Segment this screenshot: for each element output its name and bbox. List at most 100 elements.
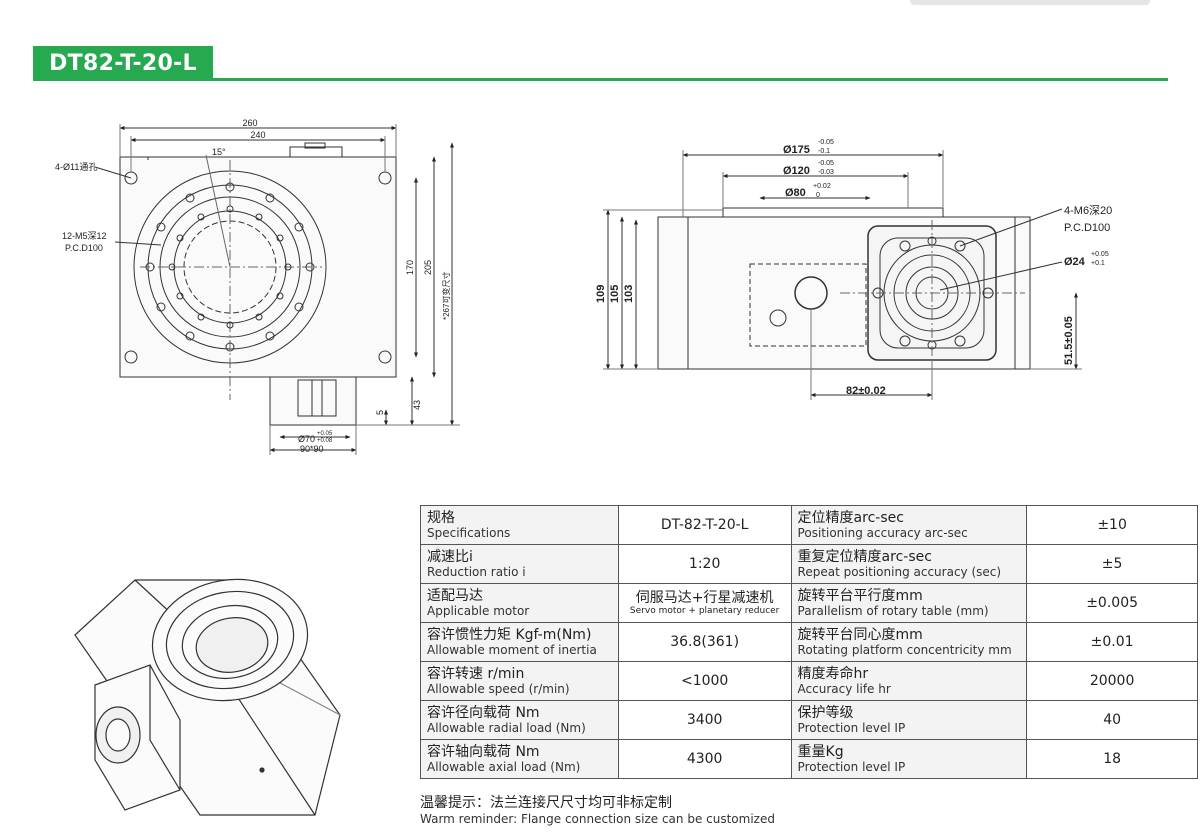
spec-value-cell: 1:20 [617,544,792,584]
spec-value2: ±10 [1097,517,1127,533]
side-thread-callout: 4-M6深20 [1064,204,1112,217]
spec-value-sub: Servo motor + planetary reducer [629,605,780,616]
note-chinese: 温馨提示：法兰连接尺尺寸均可非标定制 [420,795,672,811]
flange-bolt-holes [145,182,315,352]
spec-value: <1000 [680,673,729,689]
spec-label2-en: Rotating platform concentricity mm [797,643,1012,657]
spec-label-en: Specifications [427,526,511,540]
dim-103: 103 [623,285,635,303]
thread-callout: 12-M5深12 [62,231,107,241]
spec-label-en: Allowable radial load (Nm) [427,721,586,735]
spec-value2-cell: 18 [1026,739,1198,779]
spec-value: 伺服马达+行星减速机 [635,589,774,606]
dim-90: 90*90 [300,444,324,454]
spec-value2-cell: ±10 [1026,505,1198,545]
dim-175: Ø175 [783,144,810,156]
spec-value-cell: DT-82-T-20-L [617,505,792,545]
spec-label2-en: Protection level IP [797,721,906,735]
dim-43: 43 [412,400,422,410]
spec-value2: ±5 [1101,556,1123,572]
spec-label-cn: 适配马达 [427,588,483,604]
spec-value2-cell: ±0.01 [1026,622,1198,662]
spec-label2-cn: 精度寿命hr [797,666,869,682]
spec-label2-cn: 旋转平台同心度mm [797,627,923,643]
spec-value2-cell: 40 [1026,700,1198,740]
spec-value: 3400 [686,712,723,728]
side-view-drawing [603,150,1082,400]
spec-label-en: Allowable axial load (Nm) [427,760,581,774]
spec-label-cell: 容许惯性力矩 Kgf-m(Nm)Allowable moment of iner… [420,622,619,662]
spec-value-cell: 36.8(361) [617,622,792,662]
dim-120-tol-upper: -0.05 [818,160,834,167]
spec-value: 4300 [686,751,723,767]
pcd-callout: P.C.D100 [65,243,103,253]
front-view-drawing [94,124,460,455]
spec-label2-cn: 保护等级 [797,705,854,721]
spec-label-cn: 减速比i [427,549,473,565]
dim-24-tol-lower: +0.1 [1091,260,1105,267]
top-tab-decoration [910,0,1150,5]
spec-label2-en: Positioning accuracy arc-sec [797,526,968,540]
dim-240: 240 [250,130,265,140]
note-english: Warm reminder: Flange connection size ca… [420,812,775,826]
spec-label-cn: 容许轴向载荷 Nm [427,744,540,760]
dim-170: 170 [405,260,415,275]
spec-label-en: Reduction ratio i [427,565,526,579]
spec-value-cell: 4300 [617,739,792,779]
dim-205: 205 [423,260,433,275]
model-title: DT82-T-20-L [33,46,213,81]
spec-value2-cell: ±0.005 [1026,583,1198,623]
dim-105: 105 [609,285,621,303]
spec-label-cn: 容许惯性力矩 Kgf-m(Nm) [427,627,592,643]
dim-70: Ø70 [298,434,315,444]
spec-value2: 18 [1103,751,1122,767]
spec-value2: ±0.005 [1086,595,1139,611]
spec-value-cell: <1000 [617,661,792,701]
side-view-labels: Ø175 -0.05 -0.1 Ø120 -0.05 -0.03 Ø80 +0.… [595,139,1112,397]
spec-label-en: Allowable moment of inertia [427,643,597,657]
dim-109: 109 [595,285,607,303]
spec-label2-cn: 重量Kg [797,744,844,760]
dim-70-tol-lower: +0.08 [317,438,333,444]
isometric-product-view [74,578,341,816]
spec-label-cn: 容许径向载荷 Nm [427,705,540,721]
spec-label-en: Applicable motor [427,604,530,618]
dim-175-tol-lower: -0.1 [818,148,830,155]
dim-82: 82±0.02 [846,385,886,397]
spec-value: DT-82-T-20-L [660,517,749,533]
spec-row: 容许惯性力矩 Kgf-m(Nm)Allowable moment of iner… [420,622,1198,662]
spec-label2-en: Repeat positioning accuracy (sec) [797,565,1002,579]
dim-80-tol-upper: +0.02 [813,183,831,190]
title-underline [33,78,1168,81]
dim-24: Ø24 [1064,256,1086,268]
spec-label-cn: 规格 [427,510,455,526]
dim-260: 260 [242,118,257,128]
side-pcd-callout: P.C.D100 [1064,222,1110,234]
spec-label-en: Allowable speed (r/min) [427,682,570,696]
spec-label2-cn: 重复定位精度arc-sec [797,549,932,565]
dim-80-tol-lower: 0 [816,192,820,199]
dim-175-tol-upper: -0.05 [818,139,834,146]
hole-callout: 4-Ø11通孔 [55,162,97,172]
dim-120: Ø120 [783,165,810,177]
spec-value2-cell: ±5 [1026,544,1198,584]
